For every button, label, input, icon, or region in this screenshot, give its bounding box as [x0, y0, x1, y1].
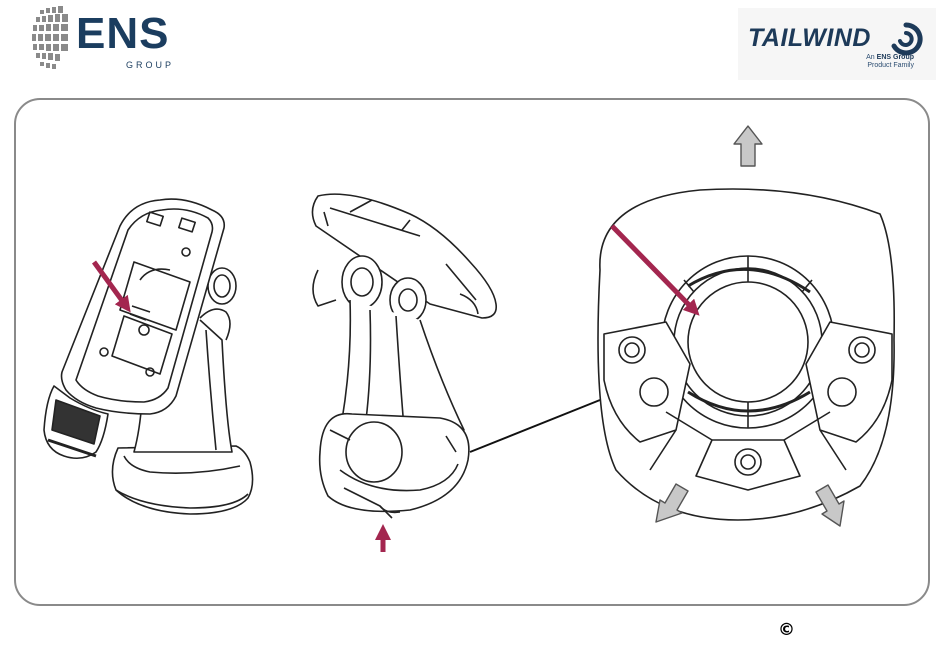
copyright-symbol: © [778, 620, 795, 640]
detail-connector-line [470, 400, 600, 452]
arrow-up-icon [734, 126, 762, 166]
stand-underside-view [312, 194, 496, 518]
stand-front-view [44, 199, 253, 514]
base-detail-view [598, 189, 894, 520]
